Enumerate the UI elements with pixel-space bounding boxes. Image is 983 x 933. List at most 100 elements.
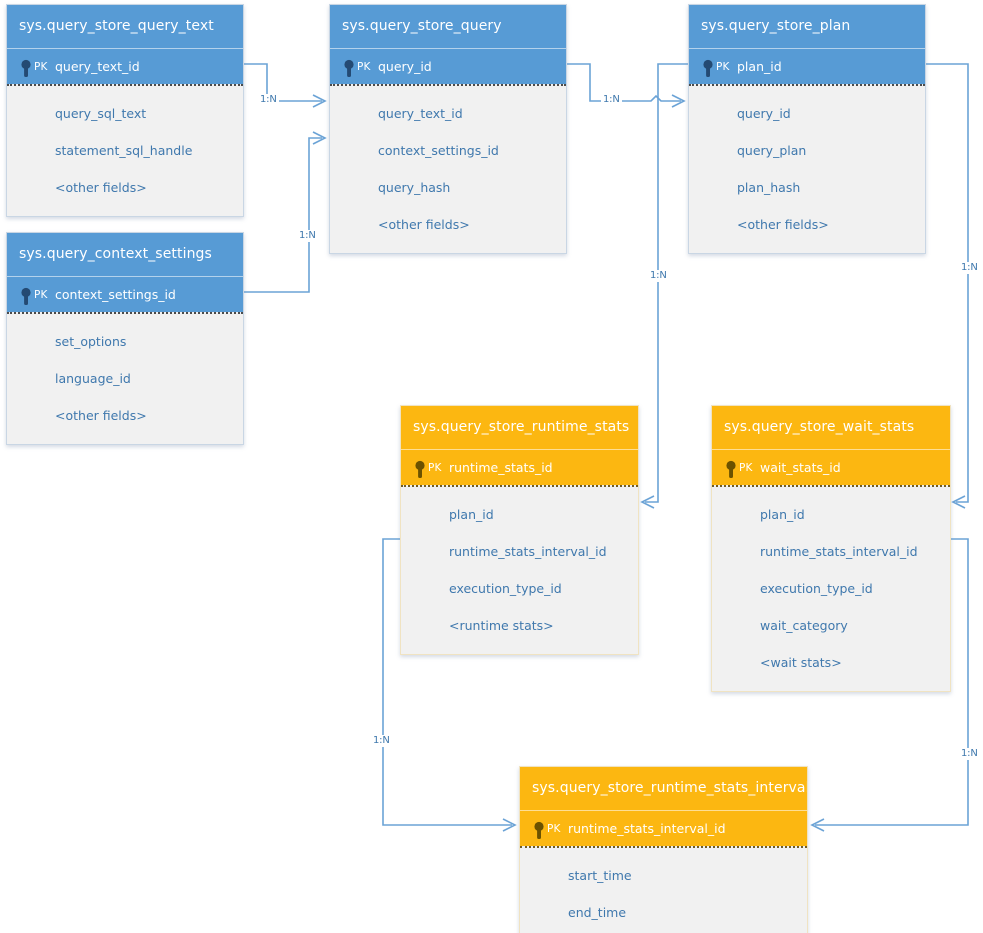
field-row[interactable]: runtime_stats_interval_id	[760, 544, 918, 559]
field-row[interactable]: query_id	[737, 106, 791, 121]
field-row[interactable]: query_sql_text	[55, 106, 147, 121]
field-row[interactable]: plan_hash	[737, 180, 801, 195]
key-icon	[415, 460, 425, 478]
primary-key-row-wait_stats[interactable]: PK wait_stats_id	[712, 449, 950, 485]
field-row[interactable]: <other fields>	[55, 180, 147, 195]
pk-badge-interval: PK	[547, 823, 561, 835]
key-icon-wrap	[724, 458, 756, 478]
rel-plan-to-runtime-stats-cardinality-label: 1:N	[648, 270, 669, 282]
key-icon-wrap	[532, 819, 564, 839]
field-row[interactable]: statement_sql_handle	[55, 143, 193, 158]
key-icon	[534, 821, 544, 839]
pk-separator-runtime_stats	[401, 485, 638, 487]
entity-title-wait_stats: sys.query_store_wait_stats	[712, 406, 950, 449]
rel-interval-to-wait-stats-arrowhead	[810, 818, 825, 832]
rel-interval-to-runtime-stats-cardinality-label: 1:N	[371, 735, 392, 747]
pk-separator-context_settings	[7, 312, 243, 314]
rel-query-to-plan-line	[567, 63, 681, 102]
key-icon	[21, 59, 31, 77]
field-row[interactable]: plan_id	[449, 507, 494, 522]
rel-query-to-plan-arrowhead	[671, 94, 686, 108]
rel-interval-to-runtime-stats-arrowhead	[502, 818, 517, 832]
field-list-wait_stats: plan_id runtime_stats_interval_id executio…	[712, 487, 950, 691]
pk-field-name-query: query_id	[378, 59, 432, 74]
field-row[interactable]: execution_type_id	[449, 581, 562, 596]
field-list-context_settings: set_options language_id <other fields>	[7, 314, 243, 444]
key-icon-wrap	[342, 57, 374, 77]
rel-text-to-query-line	[244, 63, 322, 102]
pk-field-name-context_settings: context_settings_id	[55, 287, 176, 302]
key-icon	[344, 59, 354, 77]
pk-badge-wait_stats: PK	[739, 462, 753, 474]
rel-plan-to-wait-stats-arrowhead	[951, 495, 966, 509]
pk-field-name-runtime_stats: runtime_stats_id	[449, 460, 553, 475]
key-icon-wrap	[701, 57, 733, 77]
pk-badge-query: PK	[357, 61, 371, 73]
pk-separator-query	[330, 84, 566, 86]
entity-title-plan: sys.query_store_plan	[689, 5, 925, 48]
field-row[interactable]: execution_type_id	[760, 581, 873, 596]
pk-separator-plan	[689, 84, 925, 86]
field-row[interactable]: start_time	[568, 868, 632, 883]
field-row[interactable]: query_hash	[378, 180, 451, 195]
key-icon-wrap	[413, 458, 445, 478]
entity-title-runtime_stats: sys.query_store_runtime_stats	[401, 406, 638, 449]
field-row[interactable]: query_plan	[737, 143, 807, 158]
field-row[interactable]: context_settings_id	[378, 143, 499, 158]
key-icon	[726, 460, 736, 478]
entity-title-query: sys.query_store_query	[330, 5, 566, 48]
rel-context-to-query-line	[244, 137, 322, 293]
field-row[interactable]: plan_id	[760, 507, 805, 522]
field-row[interactable]: <runtime stats>	[449, 618, 554, 633]
field-row[interactable]: language_id	[55, 371, 131, 386]
field-row[interactable]: <other fields>	[55, 408, 147, 423]
pk-badge-plan: PK	[716, 61, 730, 73]
field-row[interactable]: <wait stats>	[760, 655, 842, 670]
rel-interval-to-runtime-stats-line	[382, 538, 512, 826]
rel-text-to-query-cardinality-label: 1:N	[258, 94, 279, 106]
field-row[interactable]: end_time	[568, 905, 627, 920]
field-row[interactable]: <other fields>	[378, 217, 470, 232]
field-list-query: query_text_id context_settings_id query_ha…	[330, 86, 566, 253]
pk-field-name-wait_stats: wait_stats_id	[760, 460, 841, 475]
entity-title-query_text: sys.query_store_query_text	[7, 5, 243, 48]
field-list-query_text: query_sql_text statement_sql_handle <other…	[7, 86, 243, 216]
key-icon-wrap	[19, 57, 51, 77]
field-row[interactable]: query_text_id	[378, 106, 463, 121]
rel-query-to-plan-cardinality-label: 1:N	[601, 94, 622, 106]
field-row[interactable]: <other fields>	[737, 217, 829, 232]
rel-plan-to-wait-stats-cardinality-label: 1:N	[959, 262, 980, 274]
field-row[interactable]: set_options	[55, 334, 127, 349]
pk-field-name-plan: plan_id	[737, 59, 782, 74]
pk-badge-context_settings: PK	[34, 289, 48, 301]
pk-separator-wait_stats	[712, 485, 950, 487]
primary-key-row-query[interactable]: PK query_id	[330, 48, 566, 84]
primary-key-row-context_settings[interactable]: PK context_settings_id	[7, 276, 243, 312]
rel-plan-to-wait-stats-line	[926, 63, 969, 503]
field-list-runtime_stats: plan_id runtime_stats_interval_id executio…	[401, 487, 638, 654]
pk-badge-query_text: PK	[34, 61, 48, 73]
field-list-plan: query_id query_plan plan_hash <other fields…	[689, 86, 925, 253]
pk-separator-interval	[520, 846, 807, 848]
key-icon-wrap	[19, 285, 51, 305]
field-row[interactable]: wait_category	[760, 618, 848, 633]
rel-context-to-query-arrowhead	[312, 131, 327, 145]
rel-plan-to-runtime-stats-arrowhead	[640, 495, 655, 509]
rel-plan-to-runtime-stats-line	[645, 63, 688, 503]
field-row[interactable]: runtime_stats_interval_id	[449, 544, 607, 559]
primary-key-row-plan[interactable]: PK plan_id	[689, 48, 925, 84]
field-list-interval: start_time end_time	[520, 848, 807, 933]
rel-interval-to-wait-stats-line	[815, 538, 969, 826]
